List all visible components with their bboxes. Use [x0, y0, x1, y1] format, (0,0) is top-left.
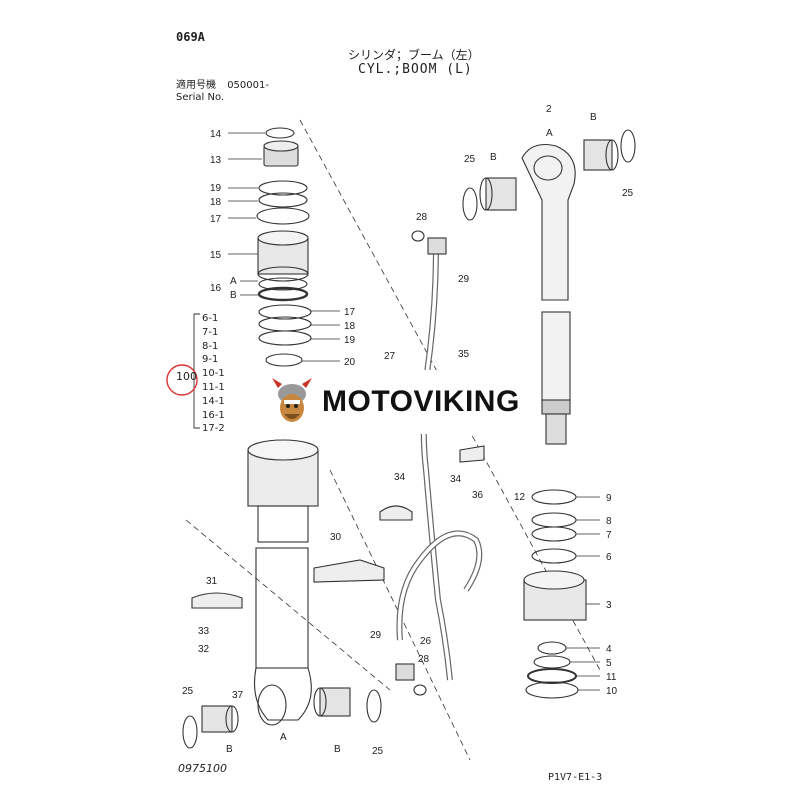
callout-8: 8: [606, 516, 612, 527]
callout-15: 15: [210, 250, 222, 261]
callout-30: 30: [330, 532, 342, 543]
callout-2-a: A: [546, 128, 553, 139]
serial-block: 適用号機 050001- Serial No.: [176, 80, 269, 104]
kit-item: 8-1: [202, 340, 219, 352]
callout-25-d: 25: [372, 746, 384, 757]
title-japanese: シリンダ；ブーム（左）: [348, 48, 480, 62]
callout-10: 10: [606, 686, 618, 697]
kit-item: 7-1: [202, 326, 219, 338]
callout-18b: 18: [344, 321, 356, 332]
callout-14: 14: [210, 129, 222, 140]
callout-34-a: 34: [450, 474, 462, 485]
callout-28-a: 28: [416, 212, 428, 223]
callout-b-bottom-left: B: [226, 744, 233, 755]
watermark-brand-text: MOTOVIKING: [322, 385, 520, 418]
callout-9: 9: [606, 493, 612, 504]
callout-17b: 17: [344, 307, 356, 318]
page-code: 069A: [176, 30, 205, 44]
leader-lines: [228, 132, 600, 691]
callout-2: 2: [546, 104, 552, 115]
kit-item: 11-1: [202, 381, 225, 393]
callout-28-b: 28: [418, 654, 430, 665]
left-seal-stack: [256, 127, 312, 367]
kit-item: 6-1: [202, 313, 219, 324]
callout-13: 13: [210, 155, 222, 166]
right-head-stack: [523, 489, 587, 699]
callout-6: 6: [606, 552, 612, 563]
callout-35: 35: [458, 349, 470, 360]
kit-item: 16-1: [202, 409, 225, 421]
callout-37: 37: [232, 690, 244, 701]
callout-25-b: 25: [622, 188, 634, 199]
callout-17a: 17: [210, 214, 222, 225]
callout-16-a: A: [230, 276, 237, 287]
callout-a-bottom: A: [280, 732, 287, 743]
callout-labels: 14 13 19 18 17 15 16 A B 17 18 19 20 2 A…: [182, 104, 634, 757]
callout-12: 12: [514, 492, 526, 503]
callout-16-b: B: [230, 290, 237, 301]
kit-item: 9-1: [202, 354, 219, 366]
kit-item: 10-1: [202, 368, 225, 380]
guide-lines: [185, 119, 601, 761]
piston-rod: [521, 143, 576, 445]
callout-16: 16: [210, 283, 222, 294]
serial-label-en: Serial No.: [176, 92, 225, 103]
callout-25-a: 25: [464, 154, 476, 165]
callout-29-b: 29: [370, 630, 382, 641]
page-reference: P1V7-E1-3: [548, 772, 603, 783]
callout-26: 26: [420, 636, 432, 647]
callout-2-b-right: B: [590, 112, 597, 123]
serial-label-jp: 適用号機: [176, 80, 216, 91]
kit-highlight-circle: [166, 364, 198, 396]
callout-5: 5: [606, 658, 612, 669]
callout-31: 31: [206, 576, 218, 587]
callout-7: 7: [606, 530, 612, 541]
callout-2-b-left: B: [490, 152, 497, 163]
callout-20: 20: [344, 357, 356, 368]
callout-3: 3: [606, 600, 612, 611]
hydraulic-pipe: [191, 230, 485, 696]
callout-4: 4: [606, 644, 612, 655]
callout-b-bottom-right: B: [334, 744, 341, 755]
kit-item: 17-2: [202, 423, 225, 435]
callout-36: 36: [472, 490, 484, 501]
bottom-bushings: [182, 687, 382, 749]
callout-19a: 19: [210, 183, 222, 194]
watermark-banner: MOTOVIKING: [264, 370, 536, 434]
callout-19b: 19: [344, 335, 356, 346]
callout-27: 27: [384, 351, 396, 362]
callout-32: 32: [198, 644, 210, 655]
callout-25-c: 25: [182, 686, 194, 697]
kit-number: 100: [176, 370, 197, 383]
callout-29-a: 29: [458, 274, 470, 285]
viking-mascot-icon: [272, 378, 312, 422]
right-bushings: [462, 129, 636, 221]
title-english: CYL.;BOOM (L): [358, 62, 473, 77]
callout-33: 33: [198, 626, 210, 637]
callout-11: 11: [606, 672, 617, 683]
callout-34-b: 34: [394, 472, 406, 483]
doc-number: 0975100: [178, 762, 227, 775]
cylinder-tube: [247, 439, 319, 726]
serial-value: 050001-: [227, 80, 269, 91]
kit-item: 14-1: [202, 395, 225, 407]
callout-18a: 18: [210, 197, 222, 208]
